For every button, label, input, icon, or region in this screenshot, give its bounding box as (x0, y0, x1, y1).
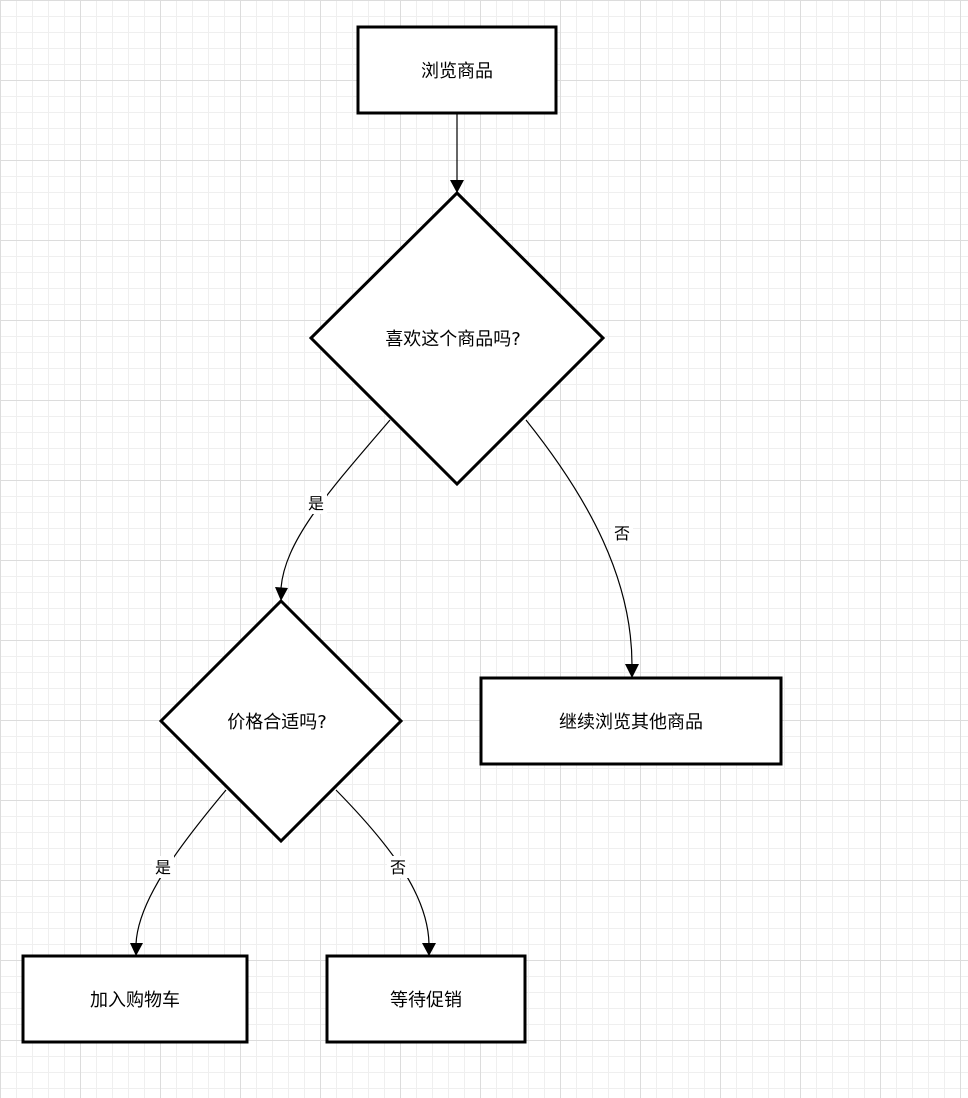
edge-label-text: 否 (614, 524, 630, 543)
edge-label-price-no: 否 (387, 856, 409, 878)
node-keep-browsing[interactable]: 继续浏览其他商品 (479, 676, 783, 766)
node-browse-products[interactable]: 浏览商品 (356, 25, 558, 115)
node-label: 价格合适吗? (227, 712, 327, 733)
node-wait-for-promotion[interactable]: 等待促销 (325, 954, 527, 1044)
edge-price-no (335, 789, 436, 956)
edge-label-text: 是 (308, 494, 324, 513)
arrowhead (625, 664, 639, 678)
edge-like-no (525, 419, 639, 678)
edge-like-yes (275, 419, 391, 601)
node-like-product-decision[interactable]: 喜欢这个商品吗? (308, 190, 606, 487)
edge-price-yes (130, 789, 227, 956)
edge-label-like-no: 否 (611, 522, 633, 544)
node-add-to-cart[interactable]: 加入购物车 (21, 954, 249, 1044)
edge-label-text: 否 (390, 858, 406, 877)
arrowhead (422, 943, 436, 956)
edge-label-price-yes: 是 (152, 856, 174, 878)
arrowhead (275, 587, 288, 601)
node-label: 喜欢这个商品吗? (385, 329, 521, 350)
edge-label-like-yes: 是 (305, 492, 327, 514)
node-label: 等待促销 (390, 990, 462, 1011)
node-label: 加入购物车 (90, 990, 180, 1011)
edge-label-text: 是 (155, 858, 171, 877)
edge-browse-to-like (450, 114, 464, 193)
arrowhead (130, 943, 143, 956)
node-label: 浏览商品 (421, 61, 493, 82)
node-price-ok-decision[interactable]: 价格合适吗? (158, 598, 404, 844)
arrowhead (450, 180, 464, 193)
node-label: 继续浏览其他商品 (559, 712, 703, 733)
